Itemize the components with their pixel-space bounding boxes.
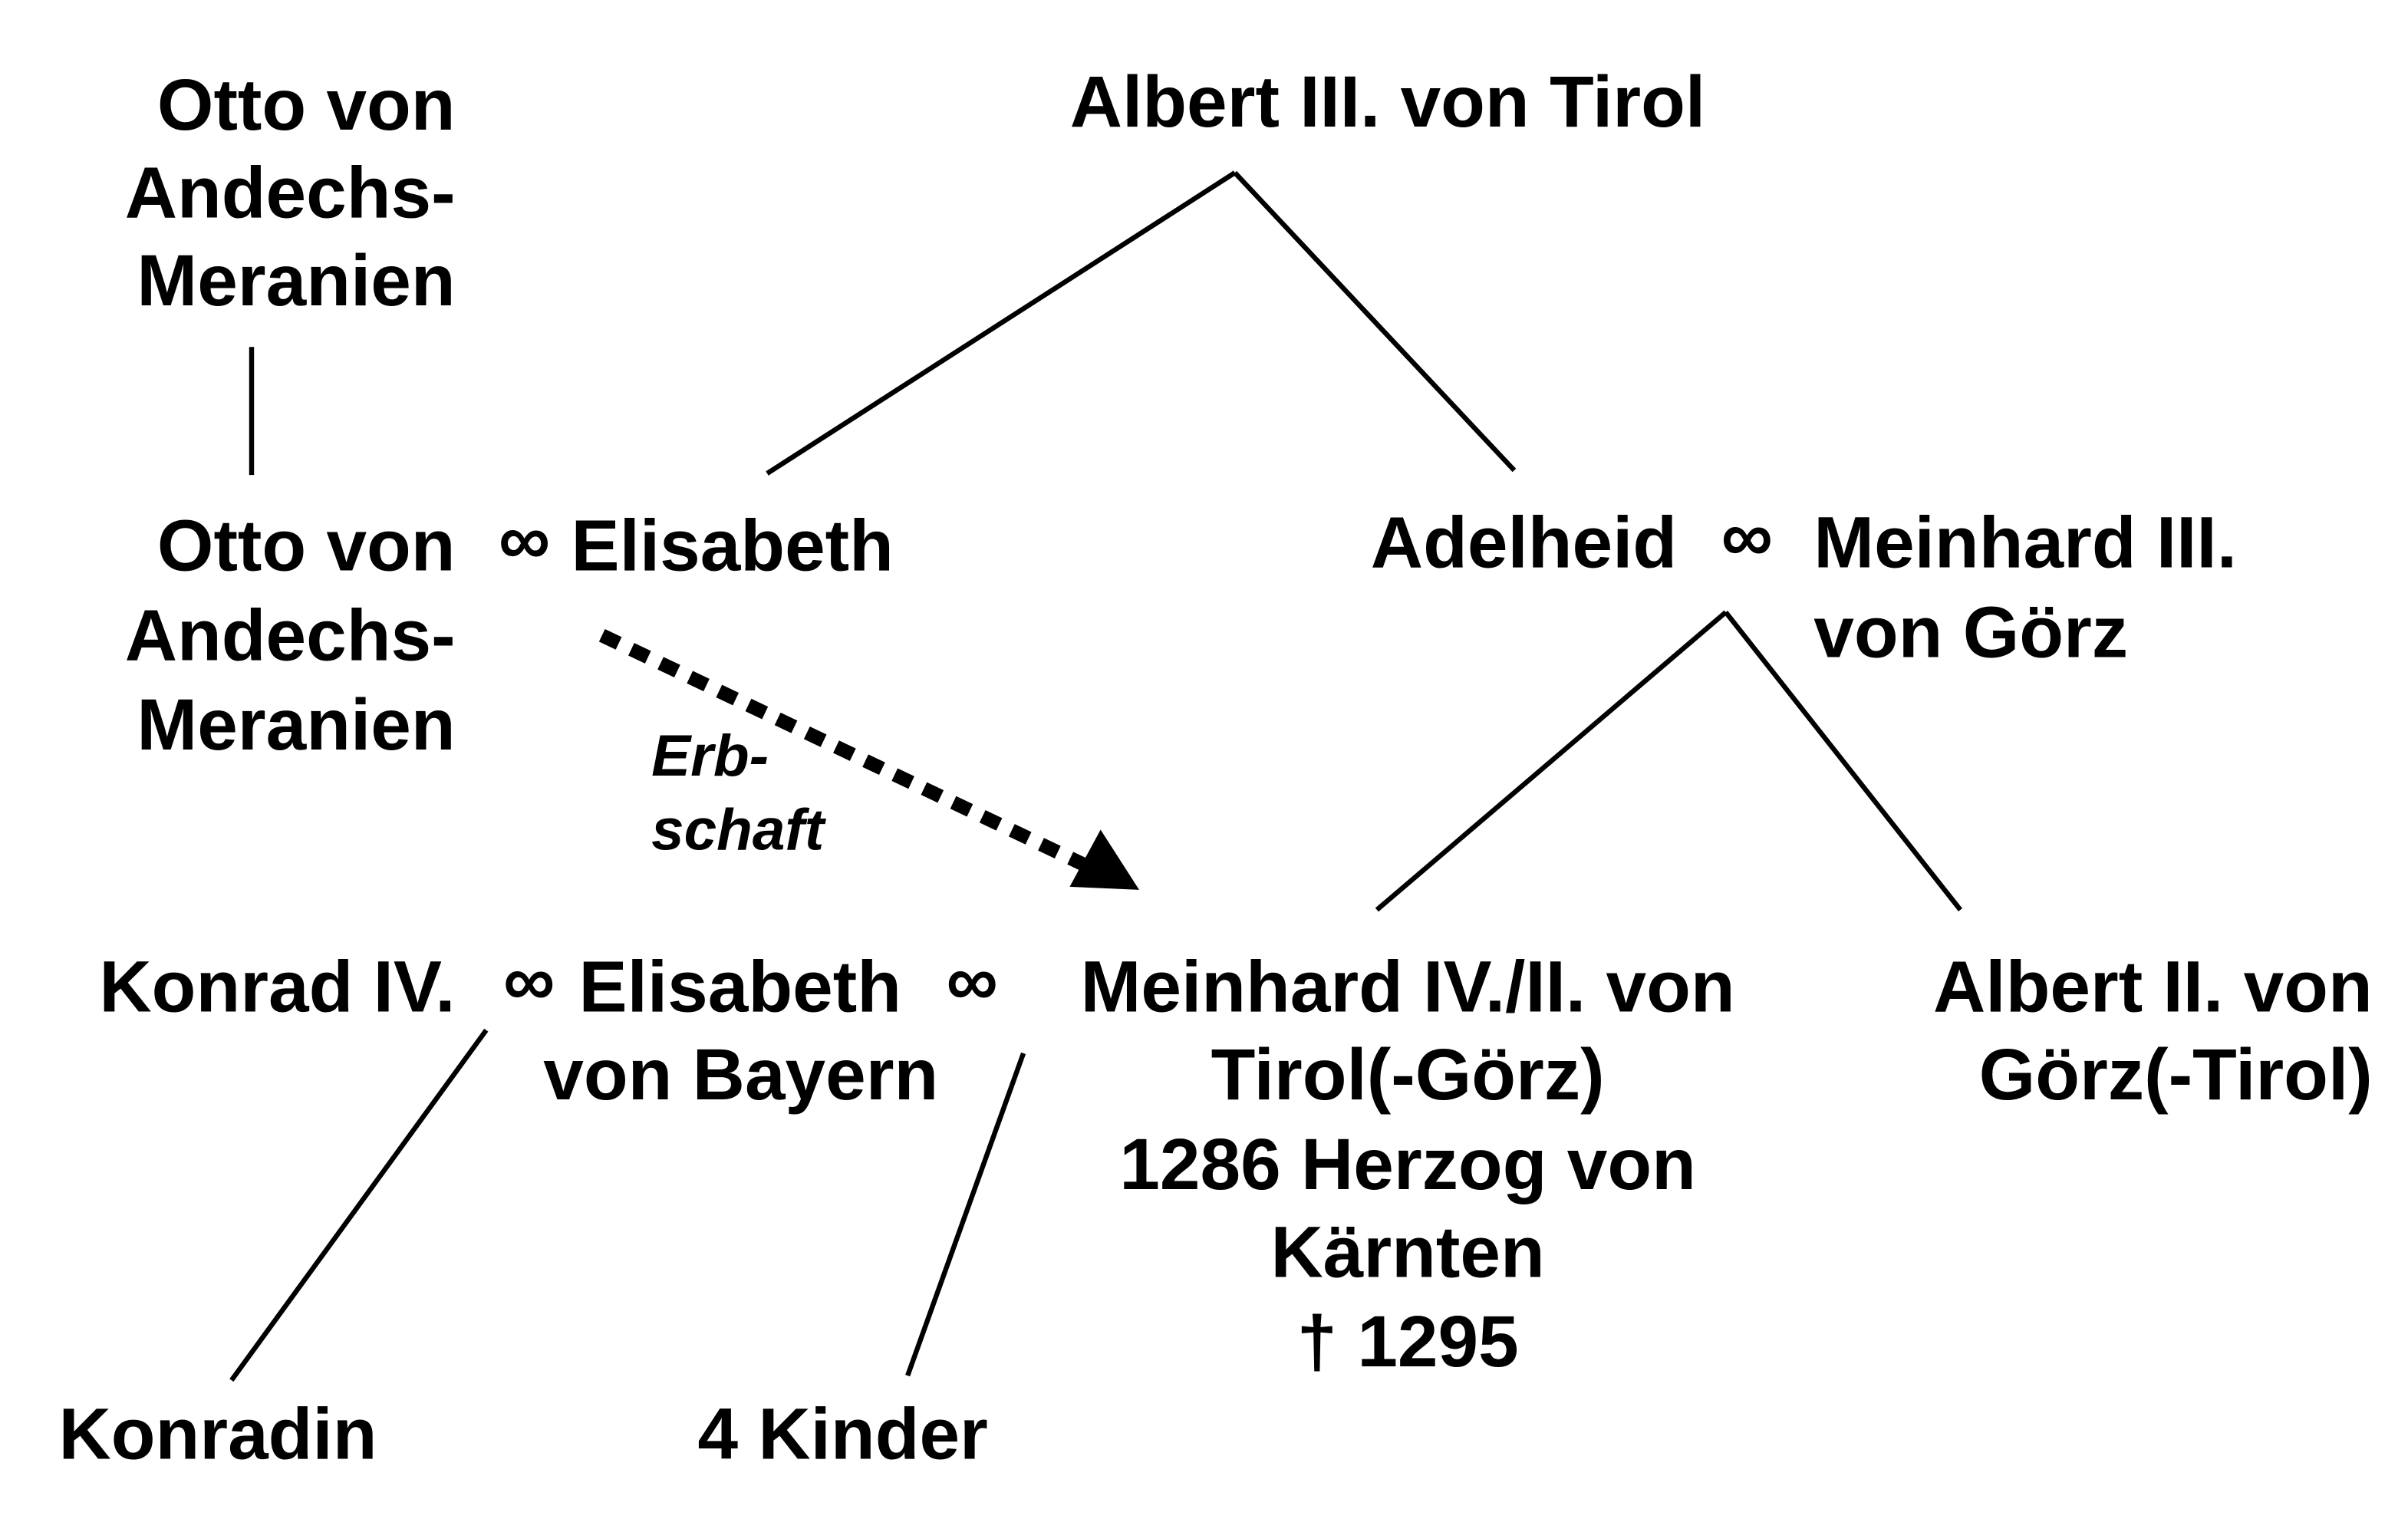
- otto-junior-line-3: Meranien: [137, 684, 455, 766]
- marriage-symbol: ∞: [499, 499, 550, 581]
- node-meinhard-iii-line-2: von Görz: [1813, 591, 2128, 673]
- connector-albert-elisabeth: [766, 170, 1237, 476]
- node-konrad-iv: Konrad IV.: [99, 947, 455, 1028]
- connector-albert-ii: [1724, 611, 1962, 911]
- node-elisabeth-bayern-line-2: von Bayern: [543, 1034, 938, 1115]
- otto-senior-line-3: Meranien: [137, 240, 455, 321]
- meinhard-iv-line-2: Tirol(-Görz): [1211, 1034, 1605, 1115]
- node-adelheid: Adelheid: [1371, 502, 1677, 584]
- node-meinhard-iv: Meinhard IV./II. von Tirol(-Görz) 1286 H…: [1081, 947, 1735, 1382]
- marriage-symbol: ∞: [1721, 496, 1773, 578]
- inheritance-arrow-line: [598, 629, 1092, 873]
- otto-senior-line-2: Andechs-: [125, 152, 456, 233]
- albert-ii-line-2: Görz(-Tirol): [1979, 1034, 2373, 1115]
- otto-junior-line-1: Otto von: [157, 506, 456, 587]
- marriage-symbol: ∞: [946, 941, 997, 1022]
- connector-albert-adelheid: [1233, 170, 1517, 473]
- marriage-symbol: ∞: [503, 941, 555, 1022]
- connector-konradin: [229, 1028, 489, 1382]
- meinhard-iv-line-4: Kärnten: [1270, 1211, 1544, 1293]
- node-meinhard-iii-line-1: Meinhard III.: [1813, 502, 2237, 584]
- meinhard-iv-line-1: Meinhard IV./II. von: [1081, 947, 1735, 1028]
- node-albert-ii: Albert II. von Görz(-Tirol): [1933, 947, 2373, 1116]
- arrowhead-icon: [1069, 829, 1139, 890]
- node-elisabeth-bayern-line-1: Elisabeth: [579, 947, 901, 1028]
- node-kinder: 4 Kinder: [698, 1394, 988, 1475]
- inheritance-label-line-2: schaft: [651, 798, 827, 863]
- node-albert-iii: Albert III. von Tirol: [1070, 61, 1705, 143]
- node-otto-senior: Otto von Andechs- Meranien: [125, 64, 456, 321]
- otto-senior-line-1: Otto von: [157, 64, 456, 146]
- inheritance-label-line-1: Erb-: [651, 723, 769, 789]
- meinhard-iv-line-3: 1286 Herzog von: [1119, 1124, 1696, 1205]
- otto-junior-line-2: Andechs-: [125, 595, 456, 676]
- node-otto-junior: Otto von Andechs- Meranien: [125, 506, 456, 766]
- meinhard-iv-line-5: † 1295: [1296, 1301, 1518, 1382]
- albert-ii-line-1: Albert II. von: [1933, 947, 2373, 1028]
- node-konradin: Konradin: [58, 1394, 377, 1475]
- node-elisabeth: Elisabeth: [572, 506, 894, 587]
- connector-meinhard-iv: [1375, 610, 1728, 912]
- connector-kinder: [905, 1052, 1026, 1377]
